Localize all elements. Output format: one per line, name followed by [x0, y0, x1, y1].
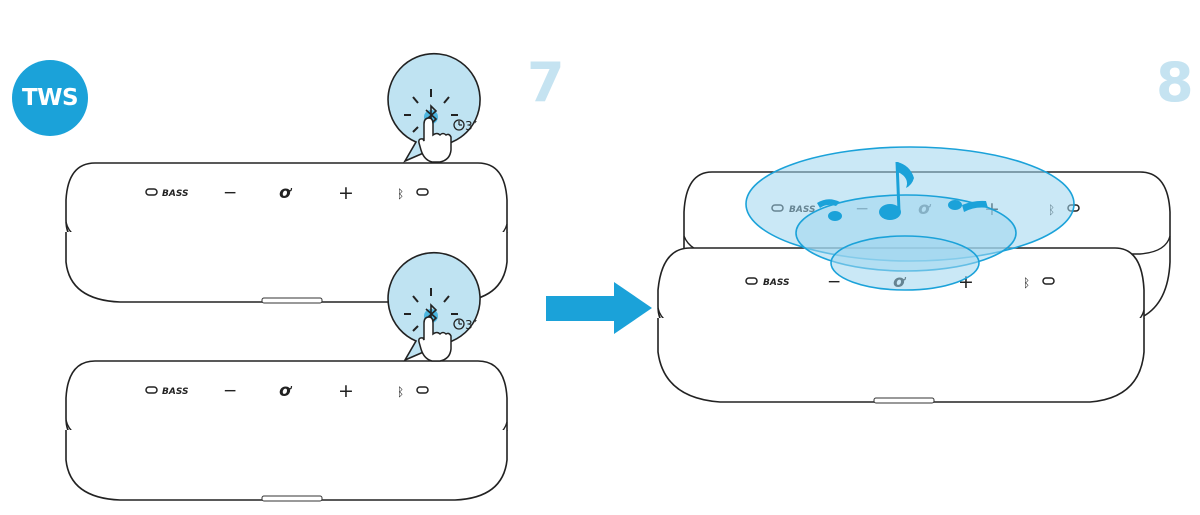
volume-down-label: −	[223, 183, 237, 203]
step-number-8: 8	[1156, 51, 1194, 114]
bass-label: BASS	[763, 278, 789, 288]
tws-badge: TWS	[12, 60, 88, 136]
arrow-right-icon	[546, 282, 652, 334]
bluetooth-button	[416, 188, 429, 196]
power-button	[745, 277, 758, 285]
timer-label: 3″	[465, 318, 478, 332]
brand-logo-glyph: ơ	[279, 381, 293, 401]
speaker-bottom: BASS − ơ + ᛒ	[65, 360, 508, 502]
bluetooth-label: ᛒ	[397, 385, 404, 399]
bass-label: BASS	[162, 189, 188, 199]
speaker-bottom-controls: BASS − ơ + ᛒ	[145, 380, 429, 402]
speaker-top: BASS − ơ + ᛒ	[65, 162, 508, 304]
hand-press-icon	[418, 117, 452, 163]
blink-rays-icon	[404, 288, 458, 332]
music-note-icon	[817, 199, 842, 221]
power-button	[145, 188, 158, 196]
music-note-icon	[948, 200, 988, 212]
speaker-top-controls: BASS − ơ + ᛒ	[145, 182, 429, 204]
press-callout-bottom: 3″	[387, 251, 481, 362]
blink-rays-icon	[404, 89, 458, 133]
volume-down-label: −	[223, 381, 237, 401]
bluetooth-icon	[425, 303, 438, 325]
bluetooth-icon	[425, 104, 438, 126]
brand-logo-glyph: ơ	[279, 183, 293, 203]
volume-up-label: +	[338, 182, 354, 204]
bluetooth-label: ᛒ	[397, 187, 404, 201]
bluetooth-button	[416, 386, 429, 394]
timer-icon	[453, 318, 465, 330]
volume-up-label: +	[338, 380, 354, 402]
timer-icon	[453, 119, 465, 131]
music-note-icon	[879, 161, 914, 220]
stereo-sound-waves	[745, 146, 1075, 291]
bass-label: BASS	[162, 387, 188, 397]
bluetooth-label: ᛒ	[1023, 276, 1030, 290]
timer-label: 3″	[465, 119, 478, 133]
power-button	[145, 386, 158, 394]
press-callout-top: 3″	[387, 52, 481, 163]
volume-down-label: −	[827, 272, 841, 292]
bluetooth-button	[1042, 277, 1055, 285]
hand-press-icon	[418, 316, 452, 362]
step-number-7: 7	[527, 51, 565, 114]
